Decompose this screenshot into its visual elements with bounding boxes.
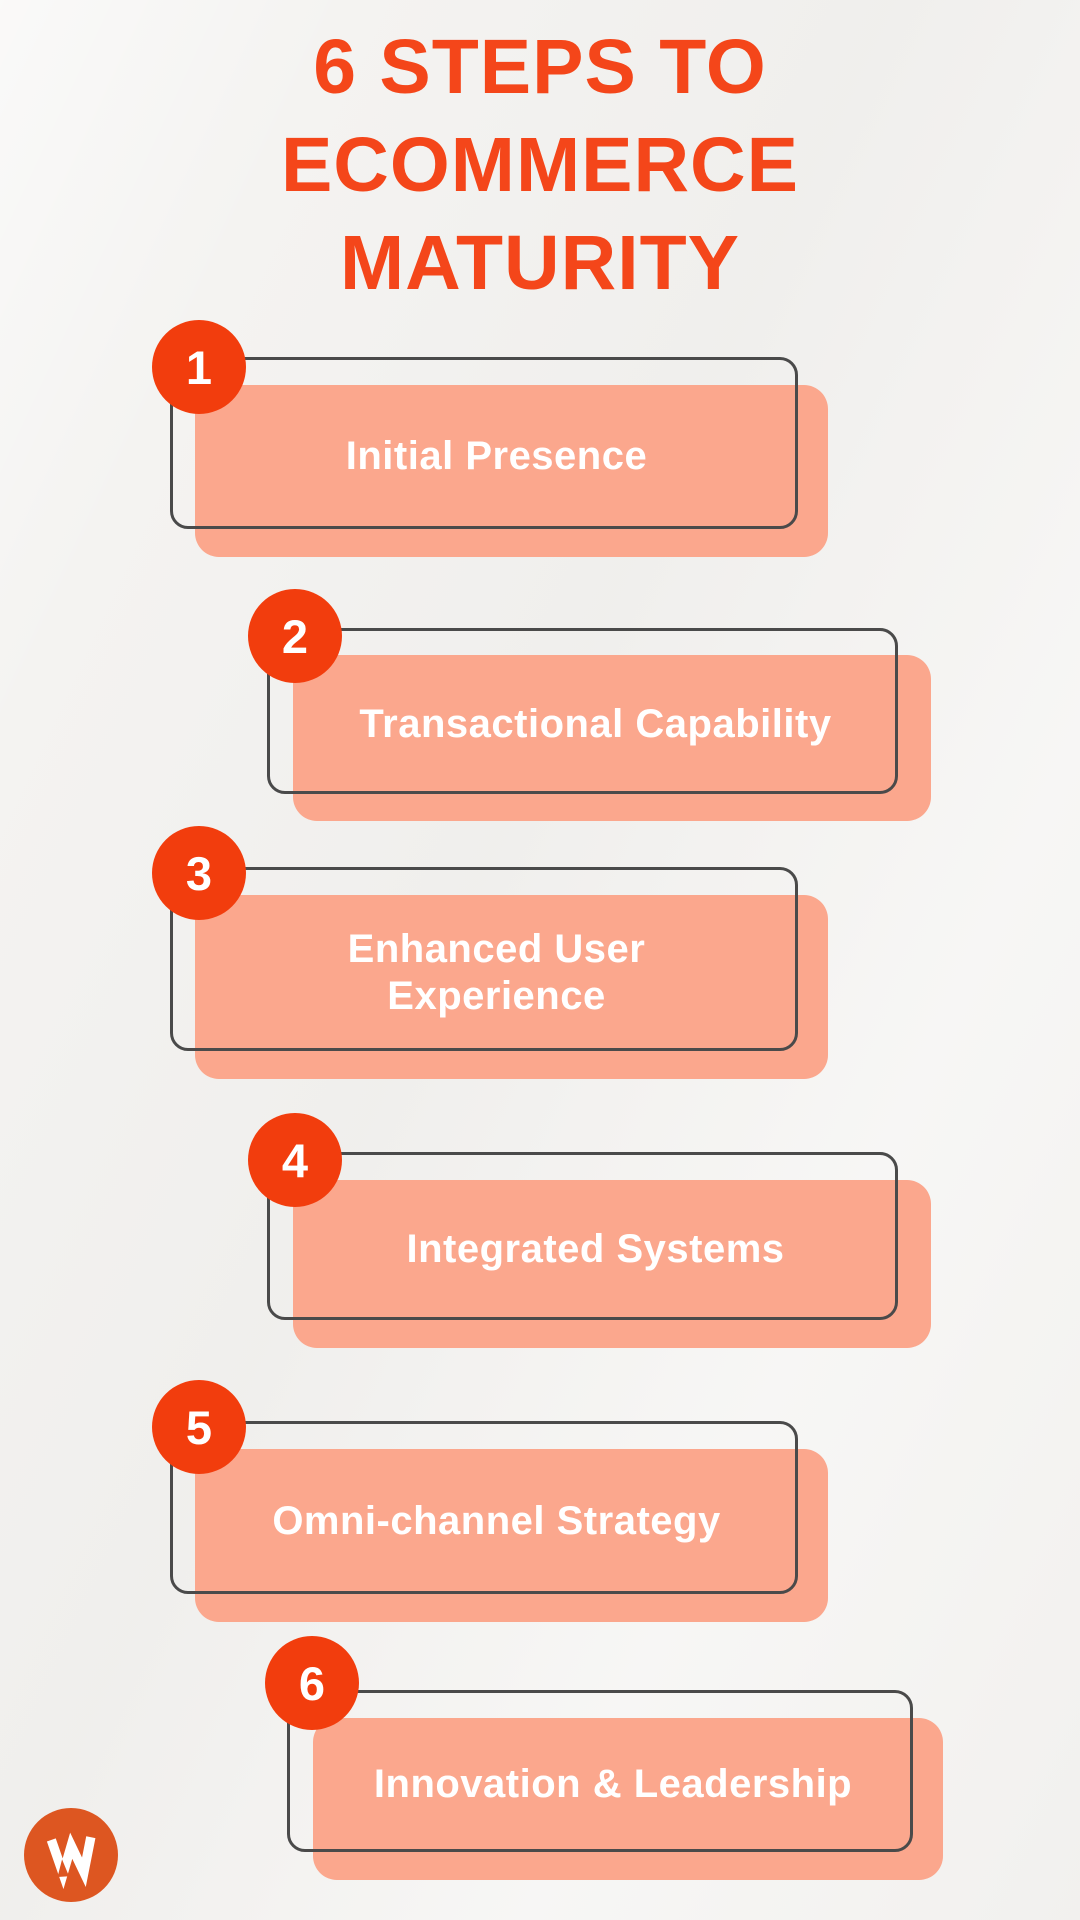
title-line-3: MATURITY xyxy=(339,220,741,306)
step-4-fill xyxy=(293,1180,931,1348)
step-6-fill xyxy=(313,1718,943,1880)
step-3-number: 3 xyxy=(185,846,213,900)
step-1-number-badge: 1 xyxy=(152,320,246,414)
step-4-outline xyxy=(267,1152,898,1320)
step-5-number-badge: 5 xyxy=(152,1380,246,1474)
step-1-outline xyxy=(170,357,798,529)
brand-logo xyxy=(24,1808,118,1902)
step-6-outline xyxy=(287,1690,913,1852)
title-line-2: ECOMMERCE xyxy=(280,122,800,208)
step-4-number: 4 xyxy=(281,1133,309,1187)
w-mark-icon xyxy=(35,1817,107,1894)
step-4-number-badge: 4 xyxy=(248,1113,342,1207)
step-1-number: 1 xyxy=(185,340,213,394)
step-2-outline xyxy=(267,628,898,794)
title-line-1: 6 STEPS TO xyxy=(313,24,767,110)
step-5-number: 5 xyxy=(185,1400,213,1454)
step-6-number-badge: 6 xyxy=(265,1636,359,1730)
step-5-label: Omni-channel Strategy xyxy=(272,1498,721,1543)
step-4-label: Integrated Systems xyxy=(406,1227,785,1272)
step-1-label: Initial Presence xyxy=(345,434,648,479)
step-2-number-badge: 2 xyxy=(248,589,342,683)
step-2-number: 2 xyxy=(281,609,309,663)
step-2-label: Transactional Capability xyxy=(359,701,832,746)
step-5-outline xyxy=(170,1421,798,1594)
step-6-label: Innovation & Leadership xyxy=(373,1762,853,1807)
step-3-outline xyxy=(170,867,798,1051)
page-title: 6 STEPS TO ECOMMERCE MATURITY xyxy=(0,18,1080,312)
step-6-number: 6 xyxy=(298,1656,326,1710)
step-3-label: Enhanced User Experience xyxy=(347,926,646,1018)
step-3-number-badge: 3 xyxy=(152,826,246,920)
